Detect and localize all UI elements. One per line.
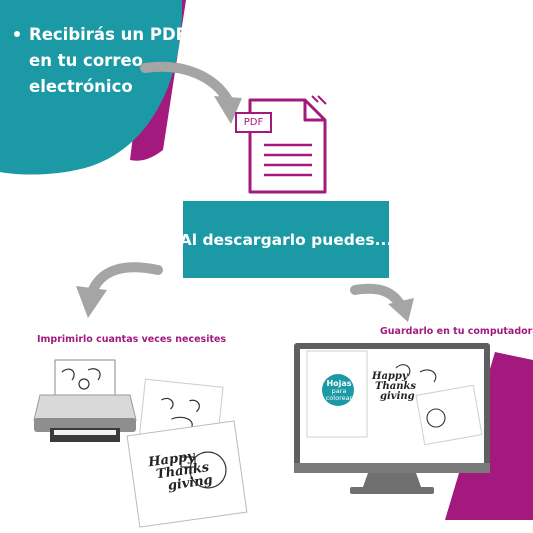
intro-line-2: en tu correo [29,51,143,70]
coloring-sheet-front [126,420,248,528]
intro-bullet: Recibirás un PDF en tu correo electrónic… [14,22,187,100]
booklet-cover-text: Hojas para colorear [324,380,354,402]
save-caption: Guardarlo en tu computadora [380,326,533,337]
pdf-label-box [235,112,272,133]
intro-line-1: Recibirás un PDF [14,22,187,48]
screen-word-1: Happy [372,371,408,382]
booklet-word-2: para [331,387,347,395]
sheet-lettering: Happy Thanks giving [147,448,213,495]
intro-line-1-text: Recibirás un PDF [29,25,187,44]
booklet-word-3: colorear [325,394,353,402]
arrow-to-pdf [140,61,233,105]
printer-illustration [33,359,137,442]
screen-lettering: Happy Thanks giving [372,372,416,402]
arrow-to-pdf-head [214,96,242,124]
screen-word-3: giving [380,391,415,402]
download-banner-text: Al descargarlo puedes... [179,230,393,249]
teal-corner-blob [0,0,183,175]
intro-line-3: electrónico [29,77,133,96]
pdf-icon-label: PDF [243,117,264,128]
computer-monitor [294,343,490,494]
download-banner: Al descargarlo puedes... [180,201,392,278]
pdf-file-icon [248,95,327,194]
booklet-word-1: Hojas [326,379,352,388]
bullet-dot [14,30,20,37]
arrow-to-computer-head [388,298,414,322]
arrow-to-printer [87,262,163,297]
arrow-to-printer-head [76,286,107,318]
arrow-to-computer [350,283,405,309]
screen-word-2: Thanks [375,381,417,392]
print-caption: Imprimirlo cuantas veces necesites [37,334,227,345]
